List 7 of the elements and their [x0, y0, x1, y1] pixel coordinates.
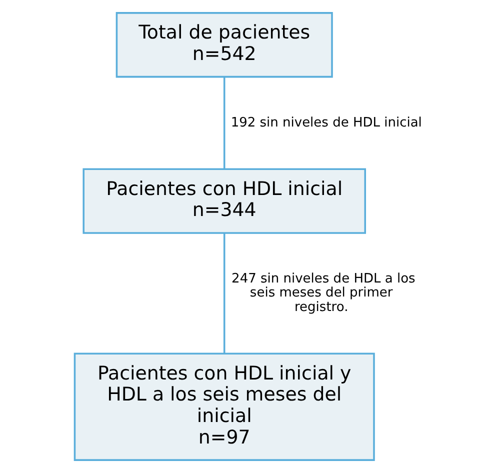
node-box: Pacientes con HDL inicial n=344	[82, 168, 366, 234]
edge-label: 247 sin niveles de HDL a los seis meses del primer registro.	[232, 271, 416, 315]
edge-label: 192 sin niveles de HDL inicial	[230, 115, 422, 130]
connector	[223, 77, 226, 169]
node-box: Pacientes con HDL inicial y HDL a los seis meses del inicial n=97	[74, 352, 375, 461]
node-box: Total de pacientes n=542	[116, 12, 333, 78]
connector	[223, 233, 226, 354]
